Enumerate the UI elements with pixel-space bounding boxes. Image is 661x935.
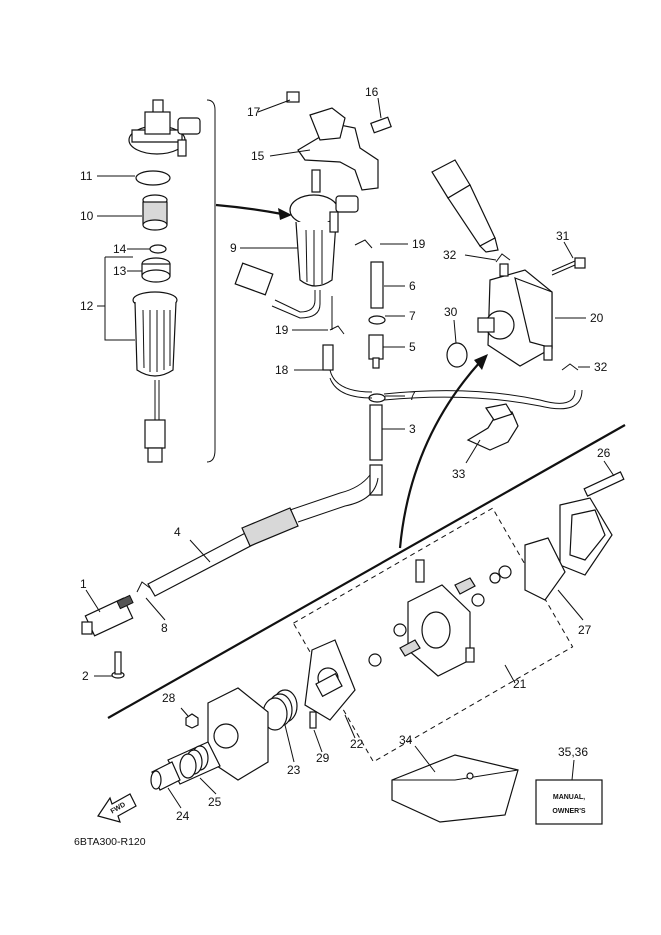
callout-10: 10 bbox=[80, 209, 94, 223]
nut-13 bbox=[141, 257, 171, 283]
spring-23 bbox=[262, 689, 298, 731]
clip-19a bbox=[354, 239, 373, 249]
injector-pointer bbox=[431, 159, 499, 253]
bolt-31 bbox=[551, 257, 586, 276]
manual-box: MANUAL, OWNER'S bbox=[535, 779, 603, 825]
callout-14: 14 bbox=[113, 242, 127, 256]
hose-4 bbox=[147, 474, 379, 597]
joint-1 bbox=[81, 594, 134, 637]
screw-2 bbox=[111, 651, 125, 679]
callout-34: 34 bbox=[399, 733, 413, 747]
callout-26: 26 bbox=[597, 446, 611, 460]
callout-12: 12 bbox=[80, 299, 94, 313]
plunger-24 bbox=[150, 761, 181, 791]
callout-11: 11 bbox=[80, 169, 93, 183]
clip-14 bbox=[149, 244, 167, 254]
carb-body-21 bbox=[368, 559, 512, 677]
drawing-code: 6BTA300-R120 bbox=[74, 836, 146, 848]
callout-numbers: 11 10 14 13 12 17 16 15 9 19 6 7 5 7 3 1… bbox=[74, 85, 611, 848]
o-ring-30 bbox=[446, 342, 468, 368]
manual-line2: OWNER'S bbox=[552, 808, 585, 815]
clip-8 bbox=[136, 581, 151, 593]
diaphragm-22 bbox=[304, 639, 356, 721]
callout-19b: 19 bbox=[275, 323, 289, 337]
callout-1: 1 bbox=[80, 577, 87, 591]
callout-31: 31 bbox=[556, 229, 570, 243]
clip-32b bbox=[561, 363, 579, 371]
leader-lines bbox=[85, 97, 615, 809]
spring-25 bbox=[179, 745, 209, 779]
callout-24: 24 bbox=[176, 809, 190, 823]
callout-4: 4 bbox=[174, 525, 181, 539]
pin-29 bbox=[309, 711, 317, 729]
callout-32b: 32 bbox=[594, 360, 608, 374]
bag-34 bbox=[391, 754, 519, 823]
callout-15: 15 bbox=[251, 149, 265, 163]
callout-7b: 7 bbox=[409, 389, 416, 403]
callout-29: 29 bbox=[316, 751, 330, 765]
callout-9: 9 bbox=[230, 241, 237, 255]
callout-19a: 19 bbox=[412, 237, 426, 251]
nut-28 bbox=[185, 713, 199, 729]
clip-19b bbox=[329, 325, 345, 335]
callout-30: 30 bbox=[444, 305, 458, 319]
hose-column bbox=[322, 261, 583, 496]
filter-element-10 bbox=[142, 194, 168, 231]
callout-3: 3 bbox=[409, 422, 416, 436]
o-ring-11 bbox=[135, 170, 171, 186]
clamp-33 bbox=[466, 403, 519, 451]
callout-28: 28 bbox=[162, 691, 176, 705]
callout-16: 16 bbox=[365, 85, 379, 99]
gasket-27 bbox=[524, 537, 566, 601]
callout-13: 13 bbox=[113, 264, 127, 278]
callout-3536: 35,36 bbox=[558, 745, 588, 759]
callout-7a: 7 bbox=[409, 309, 416, 323]
callout-33: 33 bbox=[452, 467, 466, 481]
bracket-15 bbox=[286, 91, 392, 191]
callout-25: 25 bbox=[208, 795, 222, 809]
plate-26 bbox=[559, 471, 625, 576]
clip-32a bbox=[495, 253, 511, 263]
fuel-filter-9 bbox=[234, 169, 359, 330]
callout-20: 20 bbox=[590, 311, 604, 325]
fwd-arrow: FWD bbox=[97, 793, 137, 823]
filter-assembly-group bbox=[104, 99, 216, 463]
callout-22: 22 bbox=[350, 737, 364, 751]
fuel-pump-20 bbox=[477, 263, 553, 367]
manual-line1: MANUAL, bbox=[553, 794, 585, 801]
callout-17: 17 bbox=[247, 105, 261, 119]
callout-2: 2 bbox=[82, 669, 89, 683]
callout-6: 6 bbox=[409, 279, 416, 293]
callout-8: 8 bbox=[161, 621, 168, 635]
callout-21: 21 bbox=[513, 677, 527, 691]
filter-bowl-12 bbox=[132, 291, 178, 463]
callout-18: 18 bbox=[275, 363, 289, 377]
filter-head bbox=[128, 99, 201, 157]
callout-32a: 32 bbox=[443, 248, 457, 262]
callout-5: 5 bbox=[409, 340, 416, 354]
callout-23: 23 bbox=[287, 763, 301, 777]
callout-27: 27 bbox=[578, 623, 592, 637]
